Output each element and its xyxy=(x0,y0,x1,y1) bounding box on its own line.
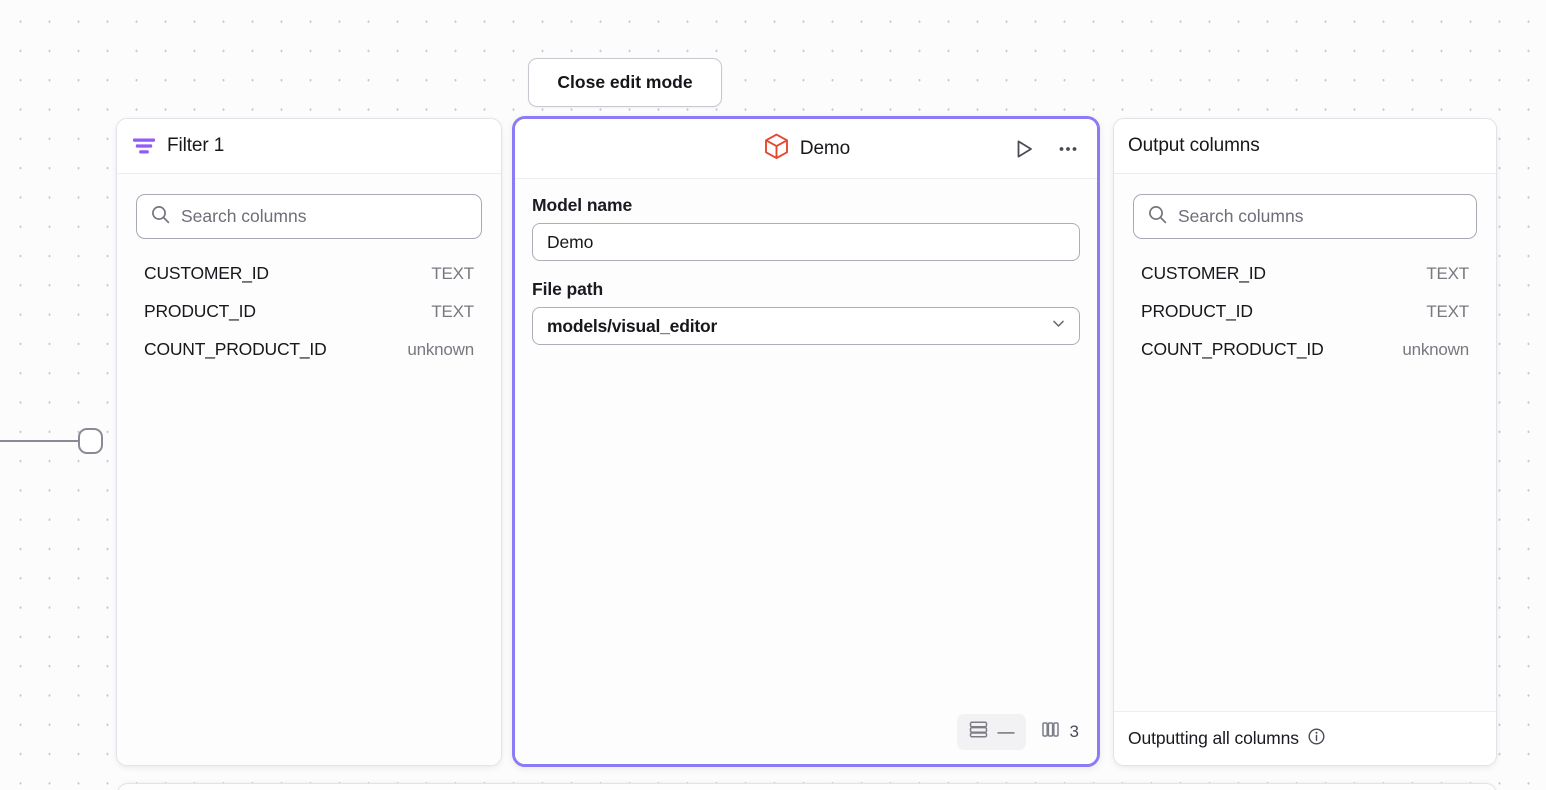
filter-search-placeholder: Search columns xyxy=(181,206,306,227)
filter-panel-title: Filter 1 xyxy=(167,135,224,157)
table-row[interactable]: CUSTOMER_ID TEXT xyxy=(1128,259,1482,297)
filter-column-list: CUSTOMER_ID TEXT PRODUCT_ID TEXT COUNT_P… xyxy=(131,259,487,373)
column-count-stat[interactable]: 3 xyxy=(1036,714,1083,750)
column-name: CUSTOMER_ID xyxy=(144,263,269,284)
filter-icon xyxy=(133,137,155,155)
bottom-panel-partial[interactable] xyxy=(117,783,1497,790)
model-panel-body: Model name File path models/visual_edito… xyxy=(515,179,1097,764)
table-row[interactable]: COUNT_PRODUCT_ID unknown xyxy=(1128,335,1482,373)
column-name: PRODUCT_ID xyxy=(144,301,256,322)
output-columns-panel: Output columns Search columns CUSTOMER_I… xyxy=(1113,118,1497,766)
file-path-value: models/visual_editor xyxy=(547,316,717,337)
connector-handle[interactable] xyxy=(78,428,103,454)
output-panel-footer: Outputting all columns xyxy=(1114,711,1496,765)
table-row[interactable]: COUNT_PRODUCT_ID unknown xyxy=(131,335,487,373)
connector-edge xyxy=(0,440,80,442)
model-stats: — 3 xyxy=(957,714,1083,750)
rows-icon xyxy=(968,719,989,745)
column-type: TEXT xyxy=(431,302,474,322)
column-type: TEXT xyxy=(1426,302,1469,322)
output-search-placeholder: Search columns xyxy=(1178,206,1303,227)
model-panel-header: Demo xyxy=(515,119,1097,179)
output-panel-body: Search columns CUSTOMER_ID TEXT PRODUCT_… xyxy=(1114,174,1496,711)
output-column-list: CUSTOMER_ID TEXT PRODUCT_ID TEXT COUNT_P… xyxy=(1128,259,1482,373)
output-search-input[interactable]: Search columns xyxy=(1133,194,1477,239)
output-panel-header: Output columns xyxy=(1114,119,1496,174)
file-path-select[interactable]: models/visual_editor xyxy=(532,307,1080,345)
play-icon[interactable] xyxy=(1009,134,1039,164)
column-count-value: 3 xyxy=(1070,722,1079,742)
filter-panel-header: Filter 1 xyxy=(117,119,501,174)
ellipsis-icon[interactable] xyxy=(1053,134,1083,164)
model-name-input[interactable] xyxy=(532,223,1080,261)
table-row[interactable]: CUSTOMER_ID TEXT xyxy=(131,259,487,297)
filter-panel: Filter 1 Search columns CUSTOMER_ID TEXT xyxy=(116,118,502,766)
table-row[interactable]: PRODUCT_ID TEXT xyxy=(131,297,487,335)
filter-search-input[interactable]: Search columns xyxy=(136,194,482,239)
model-panel-title: Demo xyxy=(800,138,850,160)
row-count-value: — xyxy=(998,722,1015,742)
file-path-label: File path xyxy=(532,279,1080,300)
table-row[interactable]: PRODUCT_ID TEXT xyxy=(1128,297,1482,335)
row-count-stat[interactable]: — xyxy=(957,714,1026,750)
output-panel-title: Output columns xyxy=(1128,135,1260,157)
model-panel[interactable]: Demo Model name xyxy=(512,116,1100,767)
column-type: unknown xyxy=(407,340,474,360)
column-name: CUSTOMER_ID xyxy=(1141,263,1266,284)
columns-icon xyxy=(1040,719,1061,745)
column-name: COUNT_PRODUCT_ID xyxy=(1141,339,1324,360)
column-type: unknown xyxy=(1402,340,1469,360)
column-type: TEXT xyxy=(1426,264,1469,284)
chevron-down-icon xyxy=(1050,315,1067,337)
cube-icon xyxy=(764,133,789,165)
search-icon xyxy=(1148,205,1167,229)
close-edit-mode-button[interactable]: Close edit mode xyxy=(528,58,722,107)
column-name: PRODUCT_ID xyxy=(1141,301,1253,322)
outputting-all-columns-label: Outputting all columns xyxy=(1128,728,1299,749)
column-type: TEXT xyxy=(431,264,474,284)
search-icon xyxy=(151,205,170,229)
column-name: COUNT_PRODUCT_ID xyxy=(144,339,327,360)
info-icon[interactable] xyxy=(1307,727,1326,751)
filter-panel-body: Search columns CUSTOMER_ID TEXT PRODUCT_… xyxy=(117,174,501,765)
model-name-label: Model name xyxy=(532,195,1080,216)
